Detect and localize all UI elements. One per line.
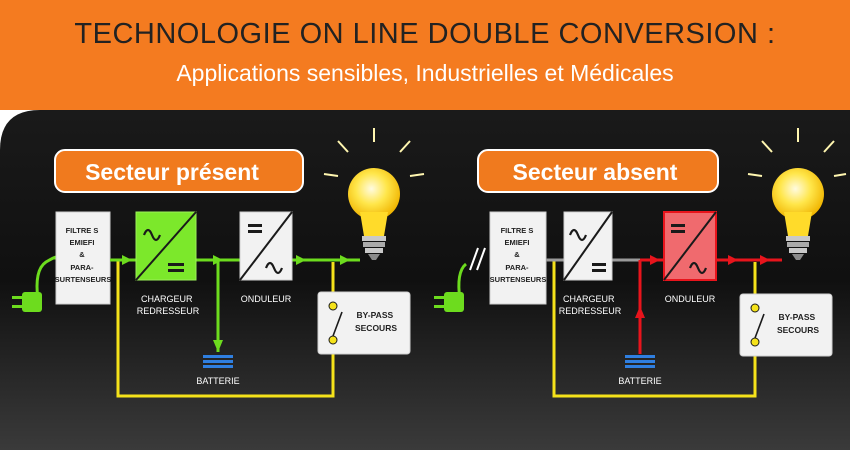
charger-label: CHARGEUR REDRESSEUR (137, 294, 200, 316)
panel-heading: Secteur absent (513, 159, 678, 185)
inverter-block (663, 211, 717, 281)
light-bulb-icon (747, 128, 847, 260)
bypass-switch-block (317, 291, 411, 355)
page-subtitle: Applications sensibles, Industrielles et… (176, 60, 674, 86)
bypass-label: BY-PASS SECOURS (355, 310, 397, 333)
bypass-line (116, 260, 335, 398)
charger-label: CHARGEUR REDRESSEUR (559, 294, 622, 316)
inverter-block (239, 211, 293, 281)
inverter-label: ONDULEUR (665, 294, 716, 304)
battery-label: BATTERIE (618, 376, 661, 386)
bypass-line (552, 260, 757, 398)
battery-label: BATTERIE (196, 376, 239, 386)
diagram-board: Secteur présent FILTRE S EMIEFI & PARA- … (0, 110, 850, 450)
battery-icon (203, 355, 233, 368)
header-banner (0, 0, 850, 110)
panel-secteur-present: Secteur présent FILTRE S EMIEFI & PARA- … (12, 128, 425, 398)
power-plug-icon (12, 255, 58, 312)
filter-label: FILTRE S EMIEFI & PARA- SURTENSEURS (490, 226, 547, 284)
inverter-label: ONDULEUR (241, 294, 292, 304)
battery-icon (625, 355, 655, 368)
panel-heading-box (477, 149, 719, 193)
charger-rectifier-block (135, 211, 197, 281)
page-title: TECHNOLOGIE ON LINE DOUBLE CONVERSION : (74, 18, 776, 50)
power-plug-icon (434, 247, 486, 312)
panel-heading-box (54, 149, 304, 193)
bypass-switch-block (739, 293, 833, 357)
light-bulb-icon (323, 128, 425, 260)
charger-rectifier-block (563, 211, 613, 281)
bypass-label: BY-PASS SECOURS (777, 312, 819, 335)
panel-heading: Secteur présent (85, 159, 259, 185)
filter-box (55, 211, 111, 305)
panel-secteur-absent: Secteur absent FILTRE S EMIEFI & PARA- S (434, 128, 847, 398)
filter-label: FILTRE S EMIEFI & PARA- SURTENSEURS (55, 226, 112, 284)
filter-box (489, 211, 547, 305)
